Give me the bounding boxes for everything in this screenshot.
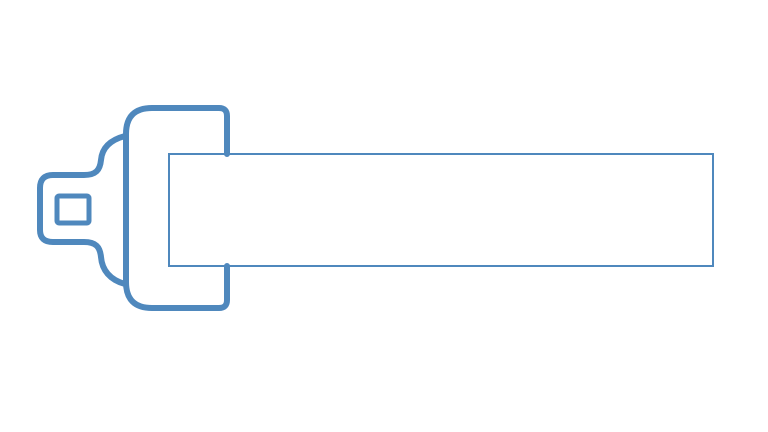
buckle-slot: [54, 193, 92, 226]
belt-strap: [168, 153, 714, 267]
buckle-body: [123, 105, 230, 311]
buckle-tongue: [37, 133, 128, 287]
